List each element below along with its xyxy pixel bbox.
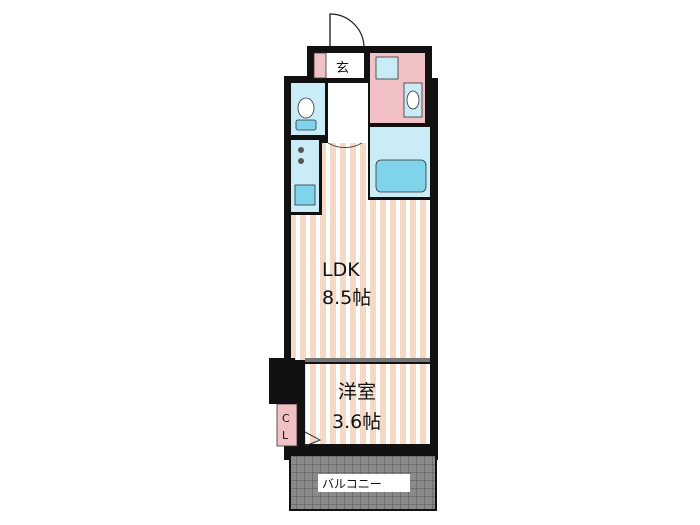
western-name: 洋室 <box>338 381 376 403</box>
bathtub-icon <box>375 159 427 193</box>
ldk-size: 8.5帖 <box>322 287 371 309</box>
balcony-label-bg <box>318 474 410 492</box>
hallway <box>328 83 368 143</box>
closet-label-c: C <box>282 412 290 425</box>
hall-door-swing <box>327 142 363 149</box>
stove-icon <box>294 147 316 206</box>
sink-icon <box>403 82 423 118</box>
washing-machine-icon <box>375 56 399 80</box>
western-floor <box>305 364 430 444</box>
ldk-name: LDK <box>322 259 360 281</box>
entrance-label: 玄 <box>336 61 349 76</box>
western-size: 3.6帖 <box>332 411 381 433</box>
left-wall-block <box>269 358 295 404</box>
balcony-label: バルコニー <box>322 477 382 491</box>
toilet-icon <box>295 97 317 131</box>
entry-door <box>329 13 365 49</box>
closet-door <box>304 431 322 447</box>
closet-label-l: L <box>282 429 289 442</box>
ldk-floor <box>291 143 430 360</box>
shoe-box <box>313 52 327 79</box>
